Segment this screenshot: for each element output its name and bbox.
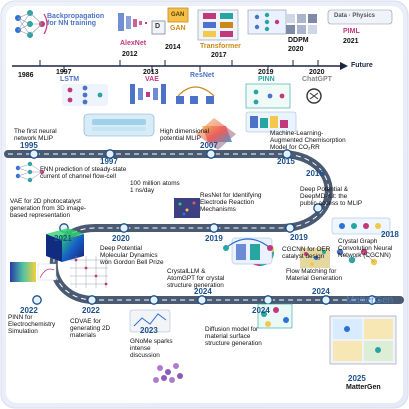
event-2018-deepmd-year: 2018 [306, 169, 324, 178]
piml-icon-label: Data · Physics [334, 13, 376, 19]
piml-label: PIML [343, 28, 360, 35]
event-2024-diffusion-year: 2024 [252, 306, 270, 315]
event-2021-year: 2021 [54, 234, 72, 243]
lstm-year: 1997 [56, 69, 72, 76]
resnet-icon [176, 86, 215, 104]
gan-label: GAN [170, 25, 186, 32]
event-2018-deepmd-text: Deep Potential & DeepMD-Kit: the public … [300, 186, 363, 208]
transformer-year: 2017 [211, 52, 227, 59]
event-2025-text: MatterGen [346, 384, 381, 391]
vae-year: 2013 [143, 69, 159, 76]
vae-icon [130, 84, 166, 104]
event-2019-resnet-year: 2019 [205, 234, 223, 243]
event-2022-cdvae-text: CDVAE for generating 2D materials [70, 318, 111, 340]
crystal-cluster-illustration [153, 363, 183, 383]
alexnet-icon [118, 13, 147, 31]
event-2025-year: 2025 [348, 374, 366, 383]
alexnet-label: AlexNet [120, 40, 147, 47]
cdvae-lattice-illustration [70, 256, 108, 288]
future-label: Future [351, 62, 373, 69]
pinn-top-label: PINN [258, 76, 275, 83]
event-2023-year: 2023 [140, 326, 158, 335]
alexnet-year: 2012 [122, 51, 138, 58]
event-2022-pinn-year: 2022 [20, 306, 38, 315]
backprop-year: 1986 [18, 72, 34, 79]
event-2022-cdvae-year: 2022 [82, 306, 100, 315]
event-2018-cgcnn-year: 2018 [381, 230, 399, 239]
gnome-illustration [129, 309, 171, 333]
chatgpt-year: 2020 [309, 69, 325, 76]
pinn-graph-icon [245, 83, 291, 109]
pinn-icon [247, 9, 287, 35]
event-2015-text: Machine-Learning- Augmented Chemisorptio… [270, 130, 346, 152]
potential-surface-illustration [196, 118, 236, 150]
event-2024-diffusion-text: Diffusion model for material surface str… [205, 326, 262, 348]
mattergen-grid-illustration [329, 315, 397, 365]
event-2020-text: Deep Potential Molecular Dynamics won Go… [100, 245, 164, 267]
event-2019-resnet-text: ResNet for Identifying Electrode Reactio… [200, 192, 262, 214]
gan-year: 2014 [165, 44, 181, 51]
d-icon [151, 20, 166, 35]
event-2007-text: High dimensional potential MLIP [160, 128, 210, 143]
gan-icon [167, 7, 189, 23]
event-1997-year: 1997 [100, 157, 118, 166]
chemisorption-model-illustration [245, 111, 297, 133]
transformer-icon [197, 9, 239, 41]
resnet-label: ResNet [190, 72, 215, 79]
top-timeline-axis [12, 60, 348, 72]
piml-year: 2021 [343, 38, 359, 45]
lstm-network-icon [62, 84, 108, 106]
flow-matching-illustration [223, 238, 273, 251]
pinn-year: 2019 [258, 69, 274, 76]
event-1995-text: The first neural network MLIP [14, 128, 57, 143]
event-2007-year: 2007 [200, 141, 218, 150]
piml-icon [327, 9, 393, 25]
mattergen-logo: MatterGen [346, 295, 394, 306]
event-2024-llm-text: CrystalLLM & AtomGPT for crystal structu… [167, 268, 225, 290]
event-2024-flow-year: 2024 [312, 287, 330, 296]
event-2015-year: 2015 [277, 157, 295, 166]
deep-potential-md-illustration [174, 198, 200, 218]
event-2021-text: VAE for 2D photocatalyst generation from… [10, 198, 87, 220]
event-2019-oer-text: CGCNN for OER catalyst design [282, 246, 331, 261]
gan-icon-label: GAN [171, 12, 185, 18]
ddpm-label: DDPM [288, 37, 309, 44]
ddpm-year: 2020 [288, 46, 304, 53]
backprop-network-icon [15, 10, 48, 38]
event-1995-year: 1995 [20, 141, 38, 150]
oer-catalyst-illustration [300, 248, 330, 268]
deepmd-kit-illustration [331, 217, 391, 235]
chatgpt-icon [306, 88, 322, 104]
event-2022-pinn-text: PINN for Electrochemistry Simulation [8, 314, 56, 336]
serpentine-road [4, 150, 404, 304]
pinn-heatmap-illustration [10, 262, 57, 282]
event-2019-oer-year: 2019 [290, 233, 308, 242]
photocatalyst-cube-illustration [46, 228, 84, 262]
event-100m-atoms-text: 100 million atoms 1 ns/day [130, 180, 180, 195]
chatgpt-label: ChatGPT [302, 76, 332, 83]
event-2024-flow-text: Flow Matching for Material Generation [286, 268, 343, 283]
event-2023-text: GNoMe sparks intense discussion [130, 338, 173, 360]
event-1997-text: FNN prediction of steady-state current o… [40, 166, 127, 181]
lstm-label: LSTM [60, 76, 80, 83]
crystalllm-illustration [231, 237, 273, 265]
backprop-label: Backpropagation for NN training [47, 13, 105, 27]
mlip-network-illustration [15, 161, 45, 183]
event-2018-cgcnn-text: Crystal Graph Convolution Neural Network… [338, 238, 393, 260]
transformer-label: Transformer [200, 43, 241, 50]
cgcnn-graph-illustration [336, 248, 378, 266]
d-icon-label: D [155, 23, 161, 30]
event-2024-llm-year: 2024 [194, 287, 212, 296]
event-2020-year: 2020 [112, 234, 130, 243]
vae-label: VAE [145, 76, 159, 83]
diffusion-surface-illustration [257, 303, 293, 329]
ddpm-icon [286, 14, 317, 34]
flow-cell-illustration [83, 113, 155, 137]
